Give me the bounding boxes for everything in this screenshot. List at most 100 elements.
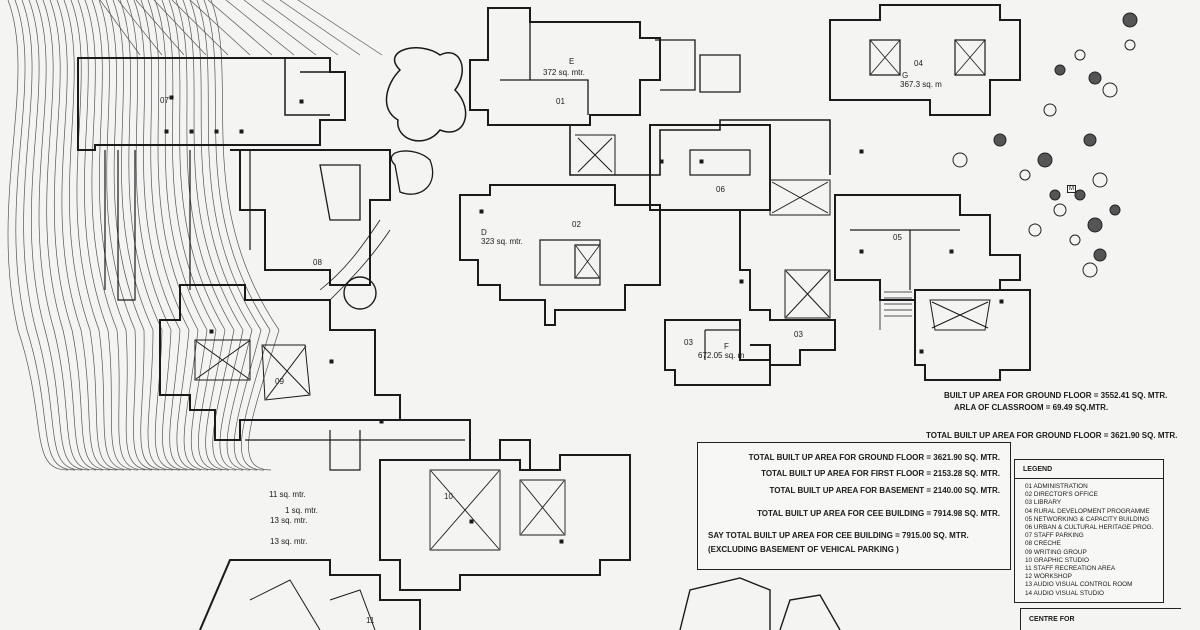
column-marker — [169, 95, 174, 100]
contour-line — [153, 0, 207, 56]
tree-symbol — [1082, 262, 1098, 278]
block-f-area: 672.05 sq. m — [698, 351, 745, 360]
column-marker — [164, 129, 169, 134]
contour-line — [70, 0, 132, 471]
tree-symbol — [1092, 172, 1108, 188]
tree-symbol — [952, 152, 968, 168]
contour-line — [279, 0, 361, 56]
tree-symbol — [1069, 234, 1081, 246]
column-marker — [379, 419, 384, 424]
legend-divider — [1015, 478, 1163, 479]
summary-cee: TOTAL BUILT UP AREA FOR CEE BUILDING = 7… — [757, 509, 1000, 518]
contour-line — [126, 0, 188, 471]
column-marker — [469, 519, 474, 524]
column-marker — [329, 359, 334, 364]
contour-line — [196, 0, 262, 471]
legend-item: 14 AUDIO VISUAL STUDIO — [1025, 589, 1104, 597]
legend-item: 02 DIRECTOR'S OFFICE — [1025, 491, 1098, 499]
tree-symbol — [1093, 248, 1107, 262]
room-10-label: 10 — [444, 492, 453, 501]
plan-walls — [77, 4, 1031, 630]
room-08-label: 08 — [313, 258, 322, 267]
column-marker — [189, 129, 194, 134]
tree-symbol — [1053, 203, 1067, 217]
legend-item: 06 URBAN & CULTURAL HERITAGE PROG. — [1025, 524, 1154, 532]
column-marker — [209, 329, 214, 334]
column-marker — [999, 299, 1004, 304]
column-marker — [739, 279, 744, 284]
column-marker — [239, 129, 244, 134]
room-05-label: 05 — [893, 233, 902, 242]
built-up-area-summary: TOTAL BUILT UP AREA FOR GROUND FLOOR = 3… — [697, 442, 1011, 570]
tree-symbol — [1122, 12, 1138, 28]
block-d-area: 323 sq. mtr. — [481, 237, 523, 246]
contour-line — [135, 0, 185, 56]
column-marker — [214, 129, 219, 134]
legend-item: 07 STAFF PARKING — [1025, 532, 1084, 540]
tree-symbol — [1028, 223, 1042, 237]
contour-line — [133, 0, 195, 471]
room-06-label: 06 — [716, 185, 725, 194]
contour-line — [210, 0, 280, 471]
legend-title: LEGEND — [1023, 466, 1053, 473]
contour-line — [112, 0, 174, 471]
contour-line — [63, 0, 125, 471]
note-classroom-area: ARLA OF CLASSROOM = 69.49 SQ.MTR. — [954, 403, 1109, 412]
room-09-label: 09 — [275, 377, 284, 386]
block-d-letter: D — [481, 228, 487, 237]
room-07-label: 07 — [160, 96, 169, 105]
legend-item: 03 LIBRARY — [1025, 499, 1062, 507]
room-01-label: 01 — [556, 97, 565, 106]
contour-line — [261, 0, 339, 56]
legend-item: 04 RURAL DEVELOPMENT PROGRAMME — [1025, 507, 1150, 515]
contour-line — [225, 0, 295, 56]
side-area-3: 13 sq. mtr. — [270, 516, 308, 525]
contour-line — [7, 0, 69, 471]
column-marker — [859, 149, 864, 154]
contour-line — [297, 0, 383, 56]
tree-symbol — [1088, 71, 1102, 85]
column-marker — [919, 349, 924, 354]
room-11-label: 11 — [366, 616, 375, 625]
tree-symbol — [1074, 49, 1086, 61]
side-area-2: 1 sq. mtr. — [285, 506, 318, 515]
tree-symbol — [1083, 133, 1097, 147]
contour-line — [207, 0, 273, 56]
block-f-letter: F — [724, 342, 729, 351]
contour-line — [14, 0, 76, 471]
column-marker — [859, 249, 864, 254]
contour-line — [84, 0, 146, 471]
tree-symbol — [1054, 64, 1066, 76]
contour-line — [203, 0, 271, 471]
contour-line — [243, 0, 317, 56]
note-ground-floor-total: TOTAL BUILT UP AREA FOR GROUND FLOOR = 3… — [926, 431, 1178, 440]
tree-symbol — [1124, 39, 1136, 51]
contour-line — [42, 0, 104, 471]
room-03b-label: 03 — [794, 330, 803, 339]
room-04-label: 04 — [914, 59, 923, 68]
contour-line — [119, 0, 181, 471]
summary-basement: TOTAL BUILT UP AREA FOR BASEMENT = 2140.… — [769, 486, 1000, 495]
contour-line — [189, 0, 251, 56]
legend-item: 13 AUDIO VISUAL CONTROL ROOM — [1025, 581, 1133, 589]
block-e-area: 372 sq. mtr. — [543, 68, 585, 77]
contour-line — [28, 0, 90, 471]
contour-line — [168, 0, 230, 471]
contour-line — [56, 0, 118, 471]
room-03a-label: 03 — [684, 338, 693, 347]
contour-line — [77, 0, 139, 471]
column-marker — [659, 159, 664, 164]
tree-symbol — [993, 133, 1007, 147]
tree-symbol — [1102, 82, 1118, 98]
block-g-letter: G — [902, 71, 909, 80]
side-area-1: 11 sq. mtr. — [269, 490, 306, 499]
tree-symbol — [1109, 204, 1121, 216]
column-marker — [479, 209, 484, 214]
site-contour-hatching — [7, 0, 383, 471]
contour-line — [99, 0, 141, 56]
title-block-centre: CENTRE FOR — [1029, 616, 1075, 623]
block-e-letter: E — [569, 57, 575, 66]
title-block: CENTRE FOR — [1020, 608, 1181, 630]
